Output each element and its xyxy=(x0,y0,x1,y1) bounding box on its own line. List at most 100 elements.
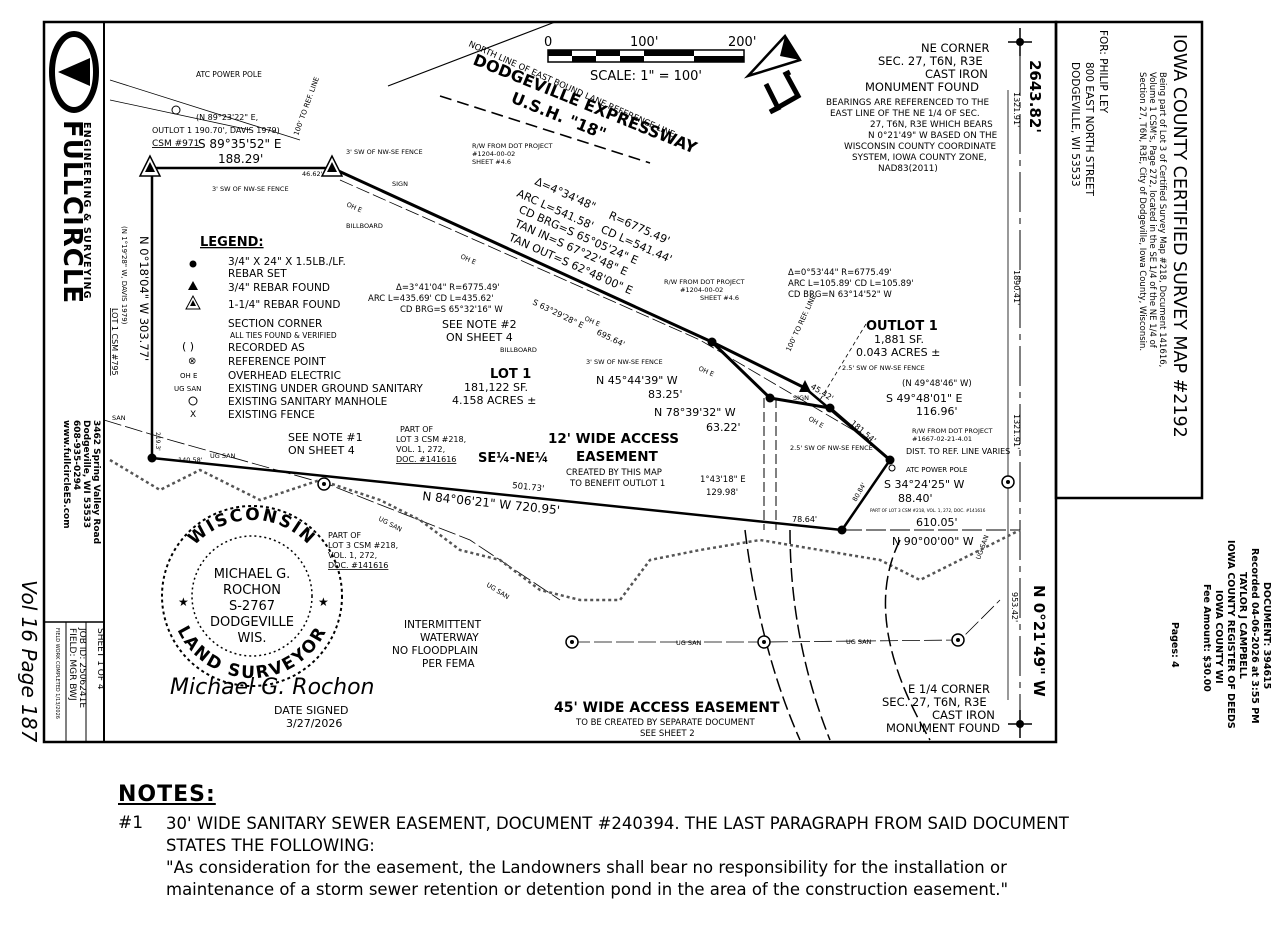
fence-label-1: 3' SW OF NW-SE FENCE xyxy=(346,148,423,156)
distance-6322: 63.22' xyxy=(706,421,741,434)
map-desc-3: Section 27, T6N, R3E, City of Dodgeville… xyxy=(1137,72,1147,351)
san-label: SAN xyxy=(112,414,126,422)
lot1-name: LOT 1 xyxy=(490,367,531,382)
bearing-n454439: N 45°44'39" W xyxy=(596,374,678,387)
fence-label-2: 3' SW OF NW-SE FENCE xyxy=(212,185,289,193)
e14-corner-l4: MONUMENT FOUND xyxy=(886,721,1000,735)
row-line-curve xyxy=(331,166,713,344)
see-note2-line1: SEE NOTE #2 xyxy=(442,318,517,331)
delta-143: 1°43'18" E xyxy=(700,475,746,485)
e14-corner-l1: E 1/4 CORNER xyxy=(908,682,990,696)
recording-document: DOCUMENT: 394615 xyxy=(1261,582,1272,689)
rw-label-1c: SHEET #4.6 xyxy=(472,158,511,166)
outlot-record-1: (N 89°23'22" E, xyxy=(196,113,258,122)
seal-city-1: DODGEVILLE xyxy=(210,615,294,630)
seal-number: S-2767 xyxy=(229,599,275,614)
rebar-set-icon-4 xyxy=(825,403,835,413)
ugsan-label-3: UG SAN xyxy=(485,581,511,601)
legend-item-6: ALL TIES FOUND & VERIFIED xyxy=(230,331,337,340)
rebar-found-large-icon-2 xyxy=(320,154,344,177)
easement45-line3: SEE SHEET 2 xyxy=(640,729,695,739)
east-dist-132191b: 1321.91' xyxy=(1012,414,1021,449)
curve2-delta: Δ=3°41'04" R=6775.49' xyxy=(396,283,500,293)
distance-61005: 610.05' xyxy=(916,516,958,529)
see-note2-line2: ON SHEET 4 xyxy=(446,331,513,344)
legend-rebar-large-icon xyxy=(185,294,201,310)
distance-11696: 116.96' xyxy=(916,405,958,418)
legend-overhead-symbol: OH E xyxy=(180,372,197,380)
seal-name-2: ROCHON xyxy=(223,583,281,598)
company-address-1: 3462 Spring Valley Road xyxy=(91,420,101,544)
legend-item-8: REFERENCE POINT xyxy=(228,356,326,368)
e14-corner-l3: CAST IRON xyxy=(932,708,995,722)
note-quote-1: "As consideration for the easement, the … xyxy=(166,858,1007,877)
ne-section-corner-icon xyxy=(1008,28,1032,56)
sign-label-1: SIGN xyxy=(392,180,408,188)
atc-pole-icon xyxy=(171,105,181,115)
client-name: FOR: PHILIP LEY xyxy=(1097,30,1109,114)
note-quote-2: maintenance of a storm sewer retention o… xyxy=(166,880,1009,899)
scale-label: SCALE: 1" = 100' xyxy=(590,69,702,84)
distance-7864: 78.64' xyxy=(792,515,817,524)
easement12-line2: EASEMENT xyxy=(576,449,659,465)
curve2-brg: CD BRG=S 65°32'16" W xyxy=(400,305,503,315)
see-note1-line1: SEE NOTE #1 xyxy=(288,431,363,444)
note-line-2: STATES THE FOLLOWING: xyxy=(166,836,375,855)
highway-centerline xyxy=(439,95,651,164)
distance-8325: 83.25' xyxy=(648,388,683,401)
atc-pole-line xyxy=(109,79,301,141)
seal-name-1: MICHAEL G. xyxy=(214,567,291,582)
ug-sanitary-line-2 xyxy=(572,599,1001,643)
west-bearing: N 0°18'04" W 303.77' xyxy=(137,236,151,361)
part-of-1: PART OF xyxy=(400,425,433,434)
notes-section: NOTES: #1 30' WIDE SANITARY SEWER EASEME… xyxy=(118,782,1178,901)
atc-pole-line-b xyxy=(109,99,251,131)
date-signed-label: DATE SIGNED xyxy=(274,704,349,717)
curve3-brg: CD BRG=N 63°14'52" W xyxy=(788,290,892,300)
bearing-note-l1: BEARINGS ARE REFERENCED TO THE xyxy=(826,98,989,108)
billboard-label-1: BILLBOARD xyxy=(346,222,383,230)
row-line-2 xyxy=(711,340,806,390)
distance-4662: 46.62' xyxy=(302,170,323,178)
ref-line-100a: 100' TO REF. LINE xyxy=(292,76,321,137)
company-name: FULLCIRCLE xyxy=(57,120,87,304)
rebar-set-icon-5 xyxy=(885,455,895,465)
legend-reference-point-icon: ⊗ xyxy=(188,356,196,367)
easement12-line3: CREATED BY THIS MAP xyxy=(566,468,662,478)
rebar-set-icon-2 xyxy=(707,337,717,347)
company-phone: 608-935-0294 xyxy=(71,420,81,490)
quarter-quarter-label: SE¼-NE¼ xyxy=(478,451,548,466)
atc-pole-label: ATC POWER POLE xyxy=(196,70,262,79)
bearing-note-l6: SYSTEM, IOWA COUNTY ZONE, xyxy=(852,153,987,163)
rebar-set-icon xyxy=(147,453,157,463)
map-desc-2: Volume 1 CSM's, Page 272, located in the… xyxy=(1147,72,1157,349)
rebar-set-icon-3 xyxy=(765,393,775,403)
legend-item-10: EXISTING UNDER GROUND SANITARY xyxy=(228,383,423,395)
date-signed-value: 3/27/2026 xyxy=(286,717,342,730)
part-of2-1: PART OF xyxy=(328,531,361,540)
fence-label-5: 2.5' SW OF NW-SE FENCE xyxy=(790,444,873,452)
legend-item-4: 1-1/4" REBAR FOUND xyxy=(228,299,340,311)
distance-69564: 695.64' xyxy=(595,328,626,349)
atc-pole-label-2: ATC POWER POLE xyxy=(906,466,967,474)
recording-office: IOWA COUNTY REGISTER OF DEEDS xyxy=(1225,540,1236,729)
csm971-label: CSM #971 xyxy=(152,139,199,149)
recording-county: IOWA COUNTY WI xyxy=(1213,590,1224,684)
legend-item-9: OVERHEAD ELECTRIC xyxy=(228,370,341,382)
e14-corner-l2: SEC. 27, T6N, R3E xyxy=(882,695,987,709)
ugsan-label-4: UG SAN xyxy=(676,639,702,647)
curve2-arc: ARC L=435.69' CD L=435.62' xyxy=(368,294,494,304)
bearing-s342425: S 34°24'25" W xyxy=(884,478,965,491)
note-body: 30' WIDE SANITARY SEWER EASEMENT, DOCUME… xyxy=(166,813,1178,901)
see-note1-line2: ON SHEET 4 xyxy=(288,444,355,457)
svg-text:WISCONSIN: WISCONSIN xyxy=(184,505,319,549)
job-id: JOB ID: 2506241E xyxy=(77,627,87,708)
rw-label-2b: #1204-00-02 xyxy=(680,286,723,294)
note-line-1: 30' WIDE SANITARY SEWER EASEMENT, DOCUME… xyxy=(166,814,1069,833)
legend-item-5: SECTION CORNER xyxy=(228,318,322,330)
easement45-line2: TO BE CREATED BY SEPARATE DOCUMENT xyxy=(575,718,756,728)
lot1-acres: 4.158 ACRES ± xyxy=(452,394,536,407)
legend-item-1: 3/4" X 24" X 1.5LB./LF. xyxy=(228,256,346,268)
map-title: IOWA COUNTY CERTIFIED SURVEY MAP #2192 xyxy=(1169,34,1189,438)
part-of-4: DOC. #141616 xyxy=(396,455,456,464)
